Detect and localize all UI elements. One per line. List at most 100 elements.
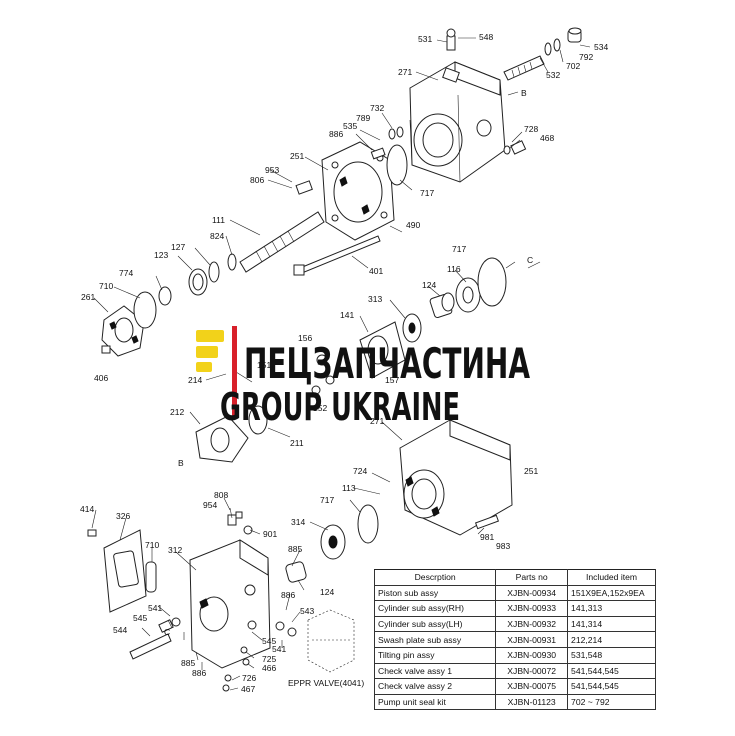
table-cell: 531,548 xyxy=(567,646,656,664)
table-cell: Check valve assy 2 xyxy=(373,678,497,695)
part-label: 124 xyxy=(320,587,334,597)
part-label: 251 xyxy=(524,466,538,476)
part-label: 541 xyxy=(148,603,162,613)
table-cell: XJBN-00931 xyxy=(495,631,569,648)
part-label: 271 xyxy=(370,416,384,426)
part-label: 885 xyxy=(288,544,302,554)
o-ring-717-top xyxy=(386,144,408,186)
table-header-included: Included item xyxy=(567,569,656,586)
part-label: 981 xyxy=(480,532,494,542)
part-label: 824 xyxy=(210,231,224,241)
part-label: 534 xyxy=(594,42,608,52)
piston-parts xyxy=(311,354,335,395)
part-label: 789 xyxy=(356,113,370,123)
check-valve-544 xyxy=(129,617,181,660)
table-row: Pump unit seal kit XJBN-01123 702 ~ 792 xyxy=(373,693,656,711)
gasket-710-low xyxy=(145,561,157,593)
part-label: 732 xyxy=(370,103,384,113)
bearing-124-mid xyxy=(429,292,455,319)
table-cell: 141,314 xyxy=(567,615,656,633)
small-screws-low xyxy=(87,511,297,692)
o-ring-717-mid xyxy=(477,257,507,307)
washer-774 xyxy=(158,286,172,306)
part-label: 124 xyxy=(422,280,436,290)
leader-lines xyxy=(91,37,591,691)
part-label: 724 xyxy=(353,466,367,476)
part-label: 141 xyxy=(340,310,354,320)
part-label: 545 xyxy=(262,636,276,646)
valve-plate-251 xyxy=(321,141,395,241)
cylinder-314 xyxy=(320,524,346,560)
table-header-parts-no: Parts no xyxy=(495,569,569,586)
table-cell: XJBN-00934 xyxy=(495,584,569,602)
part-label: 717 xyxy=(320,495,334,505)
part-label: 313 xyxy=(368,294,382,304)
part-label: 545 xyxy=(133,613,147,623)
table-cell: 212,214 xyxy=(567,631,656,648)
table-cell: XJBN-00075 xyxy=(495,678,569,695)
table-cell: 141,313 xyxy=(567,600,656,617)
plate-211 xyxy=(248,405,268,435)
part-label: 414 xyxy=(80,504,94,514)
o-ring-710-left xyxy=(133,291,157,329)
bearing-parts-123-127 xyxy=(188,253,237,296)
regulator-block-312 xyxy=(189,539,271,669)
table-row: Swash plate sub assy XJBN-00931 212,214 xyxy=(373,631,656,648)
part-label: 152 xyxy=(313,403,327,413)
part-label: 532 xyxy=(546,70,560,80)
watermark-line1: ПЕЦЗАПЧАСТИНА xyxy=(244,339,530,388)
table-cell: Pump unit seal kit xyxy=(373,693,497,711)
table-cell: 541,544,545 xyxy=(567,678,656,695)
table-row: Cylinder sub assy(RH) XJBN-00933 141,313 xyxy=(373,600,656,617)
part-label: 214 xyxy=(188,375,202,385)
part-label: 953 xyxy=(265,165,279,175)
small-seals-top xyxy=(544,27,582,56)
part-label: 806 xyxy=(250,175,264,185)
part-label: 717 xyxy=(420,188,434,198)
part-label: 157 xyxy=(385,375,399,385)
part-label: 531 xyxy=(418,34,432,44)
part-label: 113 xyxy=(342,483,356,493)
table-row: Check valve assy 1 XJBN-00072 541,544,54… xyxy=(373,662,656,680)
watermark: ПЕЦЗАПЧАСТИНА GROUP UKRAINE xyxy=(196,326,530,429)
part-label: 901 xyxy=(263,529,277,539)
part-label: 543 xyxy=(300,606,314,616)
part-label: 548 xyxy=(479,32,493,42)
parts-table: Descrption Parts no Included item Piston… xyxy=(373,569,656,711)
table-cell: Piston sub assy xyxy=(373,584,497,602)
part-label: 111 xyxy=(212,215,225,225)
part-label: 468 xyxy=(540,133,554,143)
part-label: C xyxy=(527,255,533,265)
part-label: 467 xyxy=(241,684,255,694)
table-cell: 541,544,545 xyxy=(567,662,656,680)
part-label: B xyxy=(178,458,184,468)
o-ring-717-low xyxy=(357,504,379,544)
part-label: 808 xyxy=(214,490,228,500)
part-label: 116 xyxy=(447,264,461,274)
part-label: 728 xyxy=(524,124,538,134)
swash-plate-212 xyxy=(195,415,249,463)
part-label: 774 xyxy=(119,268,133,278)
table-cell: Swash plate sub assy xyxy=(373,631,497,648)
table-cell: Check valve assy 1 xyxy=(373,662,497,680)
cover-326 xyxy=(103,529,147,613)
table-cell: Cylinder sub assy(RH) xyxy=(373,600,497,617)
table-cell: Cylinder sub assy(LH) xyxy=(373,615,497,633)
part-label: 954 xyxy=(203,500,217,510)
part-label: 792 xyxy=(579,52,593,62)
part-label: 466 xyxy=(262,663,276,673)
table-row: Check valve assy 2 XJBN-00075 541,544,54… xyxy=(373,678,656,695)
part-label: B xyxy=(521,88,527,98)
table-cell: XJBN-00930 xyxy=(495,646,569,664)
part-label: 710 xyxy=(145,540,159,550)
table-header-row: Descrption Parts no Included item xyxy=(373,569,656,586)
bearing-124-low xyxy=(285,561,307,583)
part-label: 490 xyxy=(406,220,420,230)
tilting-pin-part xyxy=(446,28,456,51)
eppr-valve xyxy=(307,609,355,673)
cylinder-141 xyxy=(359,321,406,379)
table-cell: 702 ~ 792 xyxy=(567,693,656,711)
part-label: 326 xyxy=(116,511,130,521)
shaft-stub-part xyxy=(503,55,545,81)
part-labels: 531 548 534 792 702 532 271 B 732 789 53… xyxy=(80,32,608,694)
